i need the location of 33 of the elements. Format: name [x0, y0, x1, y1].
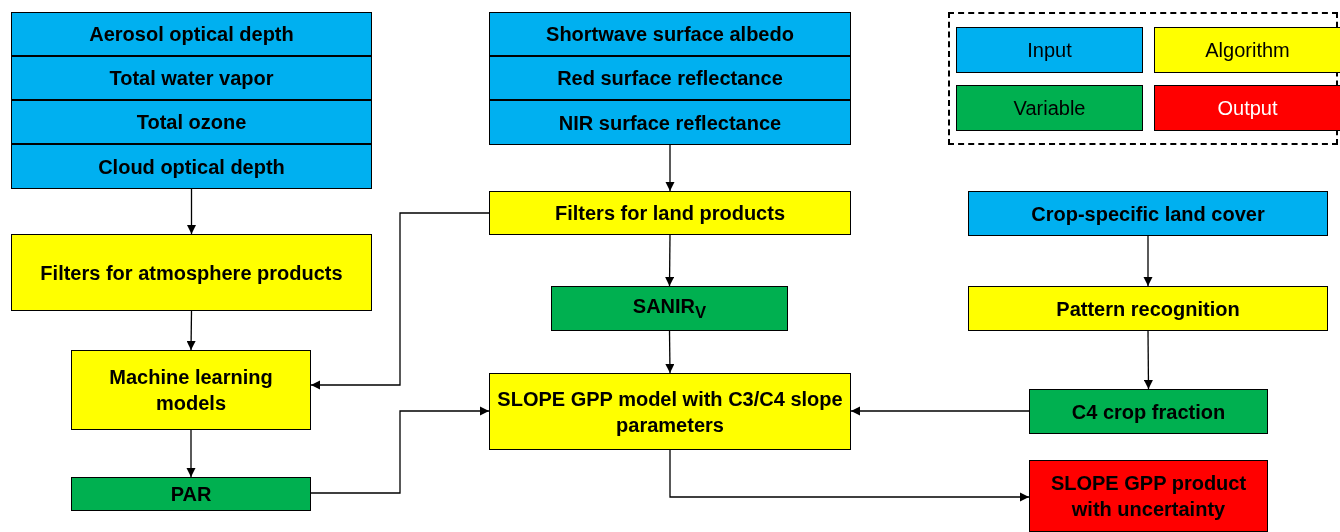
arrow [186, 188, 197, 235]
arrow [310, 212, 490, 390]
legend-item: Input [956, 27, 1143, 73]
arrow [850, 406, 1030, 416]
algorithm-box: Machine learning models [71, 350, 311, 430]
arrow [310, 406, 490, 494]
arrow [669, 449, 1030, 502]
legend-item: Algorithm [1154, 27, 1340, 73]
input-box: Total water vapor [11, 56, 372, 100]
input-box: Crop-specific land cover [968, 191, 1328, 236]
arrow [1143, 235, 1153, 287]
arrow [186, 310, 196, 351]
input-box: Red surface reflectance [489, 56, 851, 100]
arrow [665, 234, 675, 287]
arrow [1143, 330, 1153, 390]
legend-item: Variable [956, 85, 1143, 131]
input-box: Cloud optical depth [11, 144, 372, 189]
algorithm-box: Filters for land products [489, 191, 851, 235]
arrow [665, 144, 675, 192]
output-box: SLOPE GPP product with uncertainty [1029, 460, 1268, 532]
input-box: Total ozone [11, 100, 372, 144]
arrow [665, 330, 675, 374]
legend-item: Output [1154, 85, 1340, 131]
algorithm-box: SLOPE GPP model with C3/C4 slope parameters [489, 373, 851, 450]
arrow [186, 429, 196, 478]
input-box: Shortwave surface albedo [489, 12, 851, 56]
algorithm-box: Filters for atmosphere products [11, 234, 372, 311]
variable-box: PAR [71, 477, 311, 511]
input-box: Aerosol optical depth [11, 12, 372, 56]
variable-box: C4 crop fraction [1029, 389, 1268, 434]
variable-box: SANIR$_{V}$ [551, 286, 788, 331]
input-box: NIR surface reflectance [489, 100, 851, 145]
algorithm-box: Pattern recognition [968, 286, 1328, 331]
